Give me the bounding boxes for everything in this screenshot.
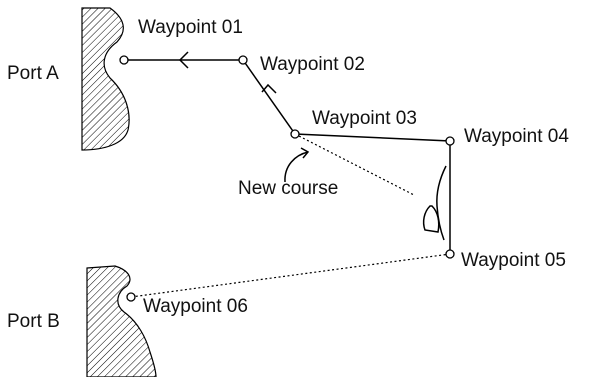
- waypoint-marker: [126, 292, 136, 302]
- waypoint-marker: [119, 55, 129, 65]
- waypoint-02-label: Waypoint 02: [260, 54, 365, 75]
- ship-icon: [422, 205, 440, 233]
- port-b-coastline: [86, 265, 157, 377]
- new-course-leader: [284, 151, 309, 183]
- direction-arrow: [261, 83, 277, 94]
- new-course-leader-arrowhead: [300, 147, 310, 159]
- new-course-label: New course: [238, 178, 338, 199]
- route-line: [124, 59, 451, 254]
- new-course-line: [130, 253, 451, 298]
- waypoint-marker: [445, 136, 455, 146]
- port-a-coastline: [81, 7, 130, 151]
- waypoint-03-label: Waypoint 03: [312, 108, 417, 129]
- waypoint-marker: [445, 249, 455, 259]
- waypoint-marker: [290, 129, 300, 139]
- waypoint-01-label: Waypoint 01: [138, 17, 243, 38]
- port-b-label: Port B: [7, 311, 60, 332]
- waypoint-06-label: Waypoint 06: [143, 296, 248, 317]
- waypoint-marker: [238, 55, 248, 65]
- port-a-label: Port A: [7, 63, 59, 84]
- direction-arrow: [178, 51, 189, 69]
- ship-wake: [436, 165, 447, 241]
- waypoint-04-label: Waypoint 04: [464, 126, 569, 147]
- waypoint-05-label: Waypoint 05: [461, 250, 566, 271]
